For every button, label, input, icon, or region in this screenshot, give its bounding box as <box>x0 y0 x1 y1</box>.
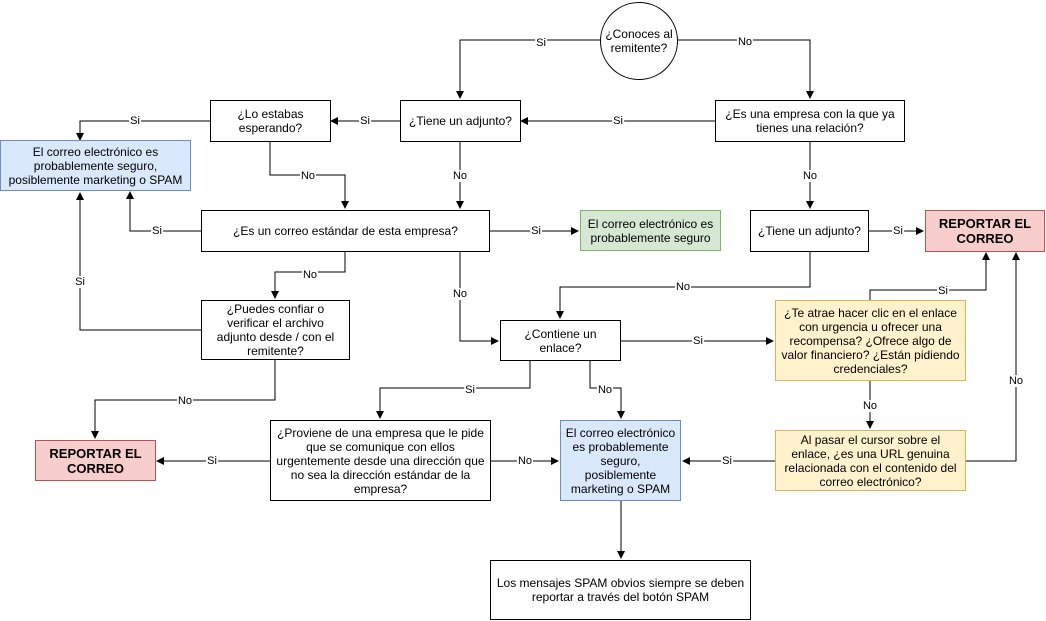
start-node: ¿Conoces al remitente? <box>600 2 678 80</box>
label-standard-no-link: No <box>451 288 469 300</box>
edge-urgency-yes <box>869 252 990 300</box>
label-link-yes-unusual: Si <box>464 384 476 396</box>
label-unusual-yes: Si <box>206 455 218 467</box>
contains-link-question-text: ¿Contiene un enlace? <box>524 326 597 355</box>
verify-attachment-question: ¿Puedes confiar o verificar el archivo a… <box>201 300 350 360</box>
edge-standard-no-link <box>459 252 499 345</box>
report-top: REPORTAR EL CORREO <box>925 210 1045 252</box>
unusual-address-question-text: ¿Proviene de una empresa que le pide que… <box>276 425 485 496</box>
spam-note: Los mensajes SPAM obvios siempre se debe… <box>490 560 751 620</box>
standard-email-question: ¿Es un correo estándar de esta empresa? <box>201 210 490 252</box>
unusual-address-question: ¿Proviene de una empresa que le pide que… <box>270 420 491 501</box>
hover-link-question-text: Al pasar el cursor sobre el enlace, ¿es … <box>784 432 957 489</box>
edge-standard-yes <box>126 191 201 232</box>
edge-expecting-yes <box>76 120 210 141</box>
label-link-no: No <box>596 384 614 396</box>
safe-marketing-center: El correo electrónico es probablemente s… <box>560 420 681 501</box>
label-start-yes: Si <box>535 37 547 49</box>
spam-note-text: Los mensajes SPAM obvios siempre se debe… <box>496 576 745 604</box>
label-expecting-no: No <box>299 170 317 182</box>
urgency-question-text: ¿Te atrae hacer clic en el enlace con ur… <box>781 305 960 376</box>
company-relation-question: ¿Es una empresa con la que ya tienes una… <box>715 100 905 142</box>
label-urgency-no: No <box>861 400 879 412</box>
label-attach-known-no: No <box>451 170 469 182</box>
label-verify-no: No <box>176 395 194 407</box>
verify-attachment-question-text: ¿Puedes confiar o verificar el archivo a… <box>216 302 335 358</box>
hover-link-question: Al pasar el cursor sobre el enlace, ¿es … <box>775 430 966 491</box>
edge-start-no <box>678 39 814 99</box>
safe-marketing-left: El correo electrónico es probablemente s… <box>0 140 191 191</box>
contains-link-question: ¿Contiene un enlace? <box>500 320 621 361</box>
report-left: REPORTAR EL CORREO <box>35 440 156 481</box>
report-top-text: REPORTAR EL CORREO <box>938 216 1032 246</box>
label-expecting-yes: Si <box>129 115 141 127</box>
attachment-question-known: ¿Tiene un adjunto? <box>400 100 521 142</box>
label-attach-company-yes: Si <box>892 225 904 237</box>
label-company-relation-no: No <box>801 170 819 182</box>
urgency-question: ¿Te atrae hacer clic en el enlace con ur… <box>775 300 966 381</box>
label-link-yes: Si <box>692 335 704 347</box>
safe-marketing-center-text: El correo electrónico es probablemente s… <box>565 425 676 496</box>
start-node-text: ¿Conoces al remitente? <box>605 27 673 55</box>
label-standard-yes: Si <box>151 225 163 237</box>
safe-green: El correo electrónico es probablemente s… <box>580 210 721 251</box>
report-left-text: REPORTAR EL CORREO <box>49 445 142 476</box>
edge-hover-no <box>966 252 1020 462</box>
standard-email-question-text: ¿Es un correo estándar de esta empresa? <box>233 224 458 238</box>
label-unusual-no: No <box>516 455 534 467</box>
label-standard-no: No <box>301 269 319 281</box>
edge-link-yes-unusual <box>376 361 531 419</box>
label-company-relation-yes: Si <box>612 115 624 127</box>
company-relation-question-text: ¿Es una empresa con la que ya tienes una… <box>725 107 895 135</box>
edge-verify-yes <box>76 192 201 331</box>
label-standard-yes-green: Si <box>530 225 542 237</box>
safe-green-text: El correo electrónico es probablemente s… <box>587 216 714 245</box>
expecting-question: ¿Lo estabas esperando? <box>210 100 331 142</box>
attachment-question-company-text: ¿Tiene un adjunto? <box>758 224 861 238</box>
safe-marketing-left-text: El correo electrónico es probablemente s… <box>8 144 183 187</box>
attachment-question-known-text: ¿Tiene un adjunto? <box>409 114 512 128</box>
label-hover-no: No <box>1007 375 1025 387</box>
expecting-question-text: ¿Lo estabas esperando? <box>237 107 304 135</box>
attachment-question-company: ¿Tiene un adjunto? <box>750 210 869 252</box>
label-verify-yes: Si <box>74 276 86 288</box>
edge-start-yes <box>456 39 600 99</box>
label-hover-yes: Si <box>721 455 733 467</box>
label-attach-company-no: No <box>674 281 692 293</box>
label-urgency-yes: Si <box>937 285 949 297</box>
label-attach-known-yes: Si <box>359 115 371 127</box>
label-start-no: No <box>736 36 754 48</box>
